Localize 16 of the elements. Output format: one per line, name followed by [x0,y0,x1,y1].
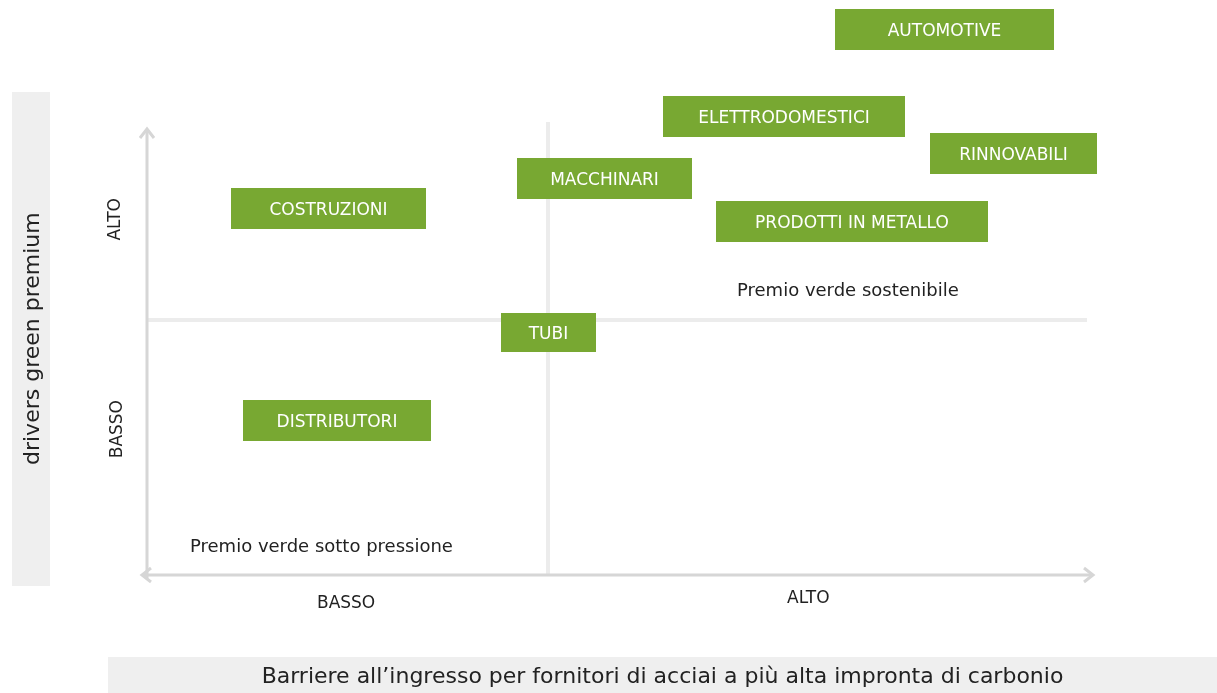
sector-box: RINNOVABILI [930,133,1097,174]
quadrant-label: Premio verde sostenibile [737,279,959,300]
sector-box: ELETTRODOMESTICI [663,96,905,137]
axis-level-label: ALTO [104,198,124,241]
quadrant-label: Premio verde sotto pressione [190,535,453,556]
sector-box: COSTRUZIONI [231,188,426,229]
x-axis-title: Barriere all’ingresso per fornitori di acciai a più alta impronta di carbonio [108,657,1217,693]
sector-box: AUTOMOTIVE [835,9,1054,50]
axis-level-label: BASSO [317,592,376,612]
y-axis-title: drivers green premium [12,92,50,586]
axis-level-label: ALTO [787,587,830,607]
sector-box: TUBI [501,313,596,352]
sector-box: PRODOTTI IN METALLO [716,201,988,242]
sector-box: MACCHINARI [517,158,692,199]
sector-box: DISTRIBUTORI [243,400,431,441]
axis-level-label: BASSO [106,400,126,459]
